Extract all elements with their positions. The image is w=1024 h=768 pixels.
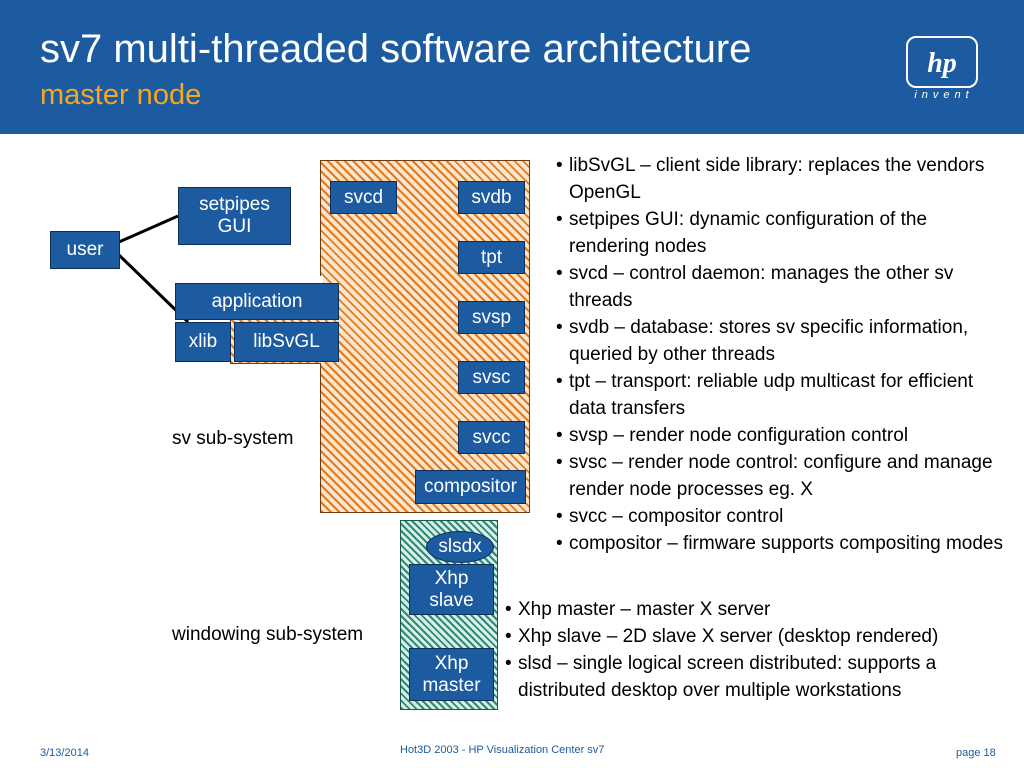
bullet-item: Xhp slave – 2D slave X server (desktop r… xyxy=(505,623,1005,650)
bullet-item: libSvGL – client side library: replaces … xyxy=(556,152,1008,206)
svcc-box: svcc xyxy=(458,421,525,454)
sv-subsystem-label: sv sub-system xyxy=(172,428,294,449)
footer-center-text: Hot3D 2003 - HP Visualization Center sv7 xyxy=(400,744,605,756)
logo-tagline: invent xyxy=(914,89,974,101)
bullet-item: svcd – control daemon: manages the other… xyxy=(556,260,1008,314)
slide-title: sv7 multi-threaded software architecture xyxy=(40,27,752,71)
xhp-slave-box: Xhp slave xyxy=(409,564,494,615)
svcd-box: svcd xyxy=(330,181,397,214)
tpt-box: tpt xyxy=(458,241,525,274)
svsp-box: svsp xyxy=(458,301,525,334)
windowing-subsystem-label: windowing sub-system xyxy=(172,624,364,645)
bullet-item: setpipes GUI: dynamic configuration of t… xyxy=(556,206,1008,260)
slsdx-oval: slsdx xyxy=(426,531,494,563)
bullet-item: svsc – render node control: configure an… xyxy=(556,449,1008,503)
slide-subtitle: master node xyxy=(40,79,202,111)
bullet-item: Xhp master – master X server xyxy=(505,596,1005,623)
application-box: application xyxy=(175,283,339,320)
svg-text:hp: hp xyxy=(927,48,957,79)
footer-page-number: page 18 xyxy=(956,747,996,759)
svsc-box: svsc xyxy=(458,361,525,394)
bullet-item: svdb – database: stores sv specific info… xyxy=(556,314,1008,368)
bullet-item: svcc – compositor control xyxy=(556,503,1008,530)
user-box: user xyxy=(50,231,120,269)
bullet-item: slsd – single logical screen distributed… xyxy=(505,650,1005,704)
hp-logo-icon: hp xyxy=(906,36,978,88)
bullet-item: tpt – transport: reliable udp multicast … xyxy=(556,368,1008,422)
xlib-box: xlib xyxy=(175,322,231,362)
compositor-box: compositor xyxy=(415,470,526,504)
sv-bullet-list: libSvGL – client side library: replaces … xyxy=(556,152,1008,557)
bullet-item: svsp – render node configuration control xyxy=(556,422,1008,449)
svdb-box: svdb xyxy=(458,181,525,214)
xhp-master-box: Xhp master xyxy=(409,648,494,701)
windowing-bullet-list: Xhp master – master X server Xhp slave –… xyxy=(505,596,1005,704)
setpipes-gui-box: setpipes GUI xyxy=(178,187,291,245)
footer-date: 3/13/2014 xyxy=(40,747,89,759)
bullet-item: compositor – firmware supports compositi… xyxy=(556,530,1008,557)
slide-header: sv7 multi-threaded software architecture… xyxy=(0,0,1024,134)
sv-subsystem-region xyxy=(320,160,530,513)
libsvgl-box: libSvGL xyxy=(234,322,339,362)
